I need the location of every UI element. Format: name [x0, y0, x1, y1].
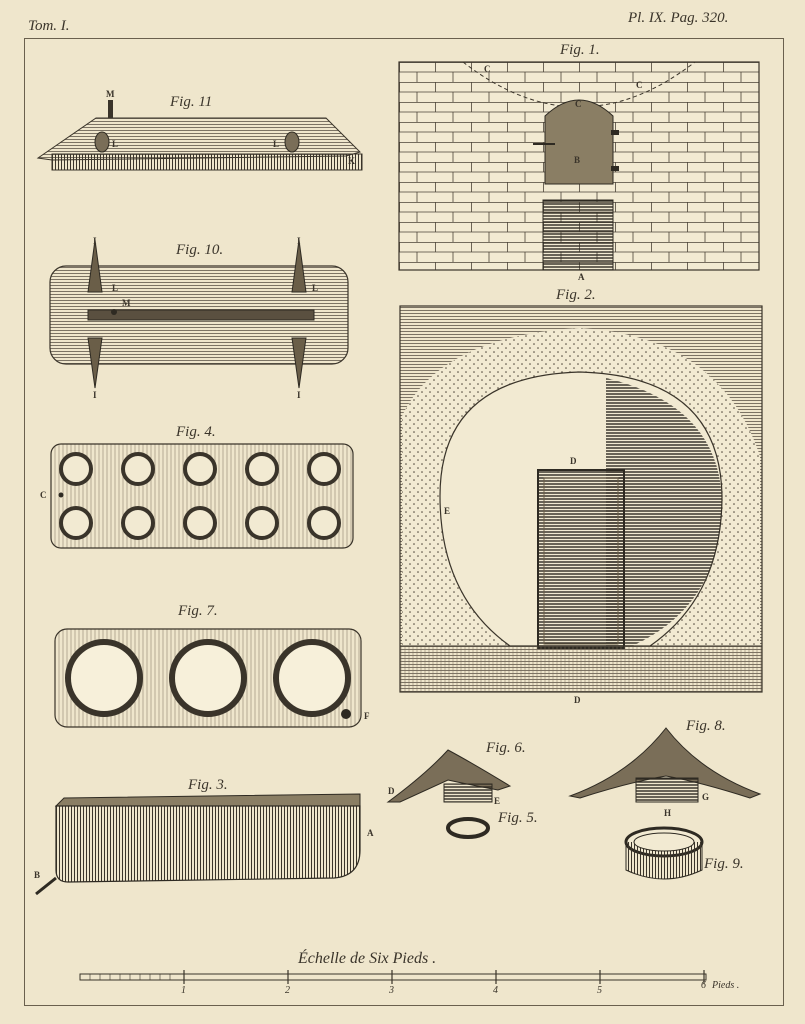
- fig1-label-b: B: [574, 155, 581, 165]
- fig10-caption: Fig. 10.: [176, 242, 224, 258]
- fig10-label-i4: I: [297, 390, 301, 400]
- scale-tick-4: 4: [493, 985, 498, 996]
- scale-tick-1: 1: [181, 985, 186, 996]
- scale-title: Échelle de Six Pieds .: [298, 950, 437, 967]
- fig7-caption: Fig. 7.: [178, 603, 218, 619]
- fig3-label-a: A: [367, 828, 374, 838]
- fig6-caption: Fig. 6.: [486, 740, 526, 756]
- fig4-caption: Fig. 4.: [176, 424, 216, 440]
- fig6-label-e: E: [494, 796, 501, 806]
- fig2-label-d1: D: [570, 456, 577, 466]
- fig1-label-c3: C: [575, 99, 582, 109]
- fig10-label-l1: L: [112, 283, 119, 293]
- fig2-caption: Fig. 2.: [556, 287, 596, 303]
- fig4-label-c: C: [40, 490, 47, 500]
- fig10-label-i2: I: [297, 236, 301, 246]
- scale-unit: Pieds .: [712, 980, 740, 991]
- fig8-label-h: H: [664, 808, 672, 818]
- fig11-label-l1: L: [112, 139, 119, 149]
- fig1-caption: Fig. 1.: [560, 42, 600, 58]
- fig11-drawing: [36, 100, 363, 171]
- fig1-label-c1: C: [484, 64, 491, 74]
- fig11-label-k: K: [348, 156, 356, 166]
- fig2-label-e: E: [444, 506, 451, 516]
- scale-tick-6: 6: [701, 980, 706, 991]
- fig7-label-f: F: [364, 711, 370, 721]
- fig10-label-i3: I: [93, 390, 97, 400]
- fig5-caption: Fig. 5.: [498, 810, 538, 826]
- fig6-label-d: D: [388, 786, 395, 796]
- fig10-drawing: [49, 239, 349, 389]
- fig10-label-m: M: [122, 298, 131, 308]
- tome-label: Tom. I.: [28, 18, 70, 34]
- fig8-drawing: [568, 727, 762, 880]
- fig2-drawing: [399, 305, 763, 693]
- fig11-label-m: M: [106, 89, 115, 99]
- fig4-drawing: [50, 443, 354, 549]
- fig8-caption: Fig. 8.: [686, 718, 726, 734]
- fig9-caption: Fig. 9.: [704, 856, 744, 872]
- fig2-label-d2: D: [574, 695, 581, 705]
- fig1-label-c2: C: [636, 80, 643, 90]
- scale-bar: [79, 970, 707, 984]
- scale-tick-5: 5: [597, 985, 602, 996]
- fig10-label-l2: L: [312, 283, 319, 293]
- fig7-drawing: [54, 628, 362, 728]
- plate-frame: [24, 38, 784, 1006]
- plate-label: Pl. IX. Pag. 320.: [628, 10, 729, 26]
- scale-tick-2: 2: [285, 985, 290, 996]
- fig8-label-g: G: [702, 792, 710, 802]
- fig1-label-a: A: [578, 272, 585, 282]
- fig3-drawing: [35, 793, 361, 896]
- fig10-label-i1: I: [93, 236, 97, 246]
- fig1-drawing: [398, 61, 760, 271]
- fig3-caption: Fig. 3.: [188, 777, 228, 793]
- fig11-caption: Fig. 11: [170, 94, 213, 110]
- fig11-label-l2: L: [273, 139, 280, 149]
- fig3-label-b: B: [34, 870, 41, 880]
- fig6-drawing: [386, 749, 512, 839]
- scale-tick-3: 3: [389, 985, 394, 996]
